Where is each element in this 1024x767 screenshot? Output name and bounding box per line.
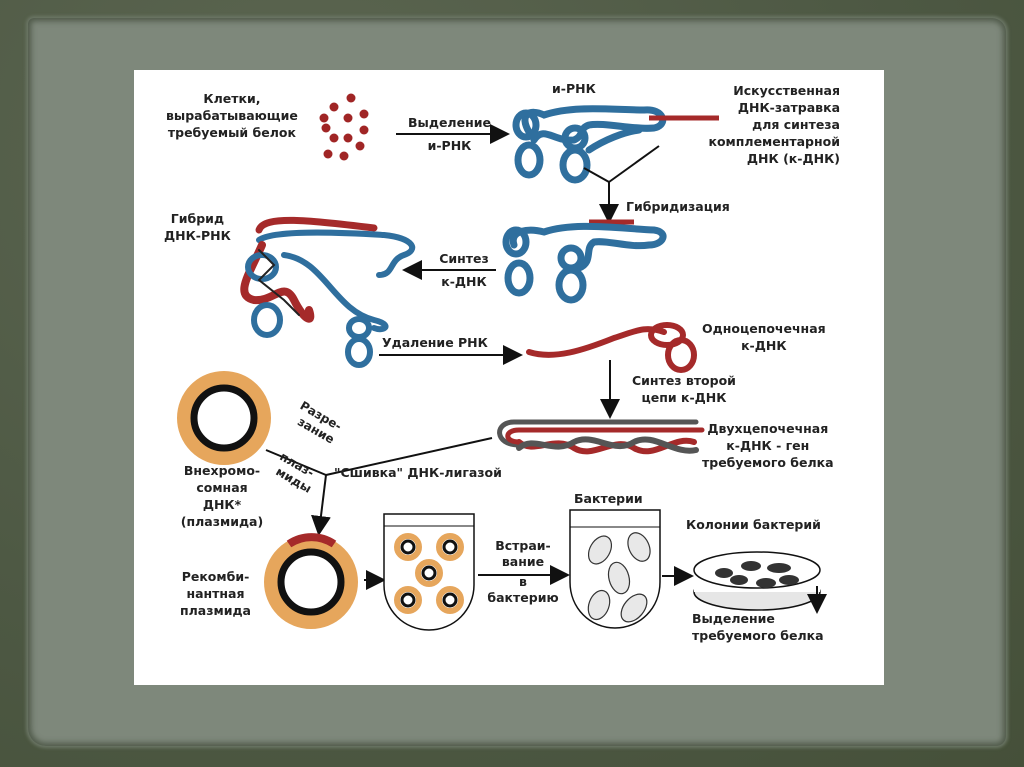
plasmid-ring bbox=[177, 371, 271, 465]
label-insertion: Встраи- вание в бактерию bbox=[480, 538, 566, 606]
label-line: ДНК (к-ДНК) bbox=[746, 151, 840, 166]
hybridization-lines bbox=[583, 145, 660, 224]
label-line: требуемый белок bbox=[167, 125, 296, 140]
diagram-graphics bbox=[177, 93, 827, 631]
label-line: плазмида bbox=[180, 603, 251, 618]
single-strand-cdna bbox=[526, 322, 697, 373]
label-line: ДНК* bbox=[202, 497, 242, 512]
label-colonies: Колонии бактерий bbox=[686, 517, 821, 532]
label-line: (плазмида) bbox=[180, 514, 264, 529]
label-plasmid: Внехромо- сомная ДНК* (плазмида) bbox=[172, 462, 272, 530]
tube-with-plasmids bbox=[383, 513, 475, 631]
label-line: в bbox=[519, 574, 527, 589]
diagram-canvas: Клетки, вырабатывающие требуемый белок В… bbox=[134, 70, 884, 685]
label-line: Клетки, bbox=[203, 91, 261, 106]
label-line: Встраи- bbox=[495, 538, 551, 553]
label-line: Рекомби- bbox=[181, 569, 250, 584]
label-line: вырабатывающие bbox=[166, 108, 298, 123]
hybrid-dna-rna bbox=[240, 216, 416, 368]
petri-dish bbox=[693, 551, 821, 611]
label-line: Двухцепочечная bbox=[707, 421, 829, 436]
label-ligation: "Сшивка" ДНК-лигазой bbox=[334, 465, 502, 480]
label-second-strand: Синтез второй цепи к-ДНК bbox=[632, 372, 736, 406]
label-line: Внехромо- bbox=[183, 463, 261, 478]
label-mrna: и-РНК bbox=[552, 81, 596, 96]
label-recombinant: Рекомби- нантная плазмида bbox=[180, 568, 251, 619]
label-line: к-ДНК - ген bbox=[726, 438, 810, 453]
label-line: к-ДНК bbox=[441, 274, 487, 289]
cells-dots bbox=[319, 93, 369, 161]
label-line: вание bbox=[501, 554, 545, 569]
label-protein-isolation: Выделение требуемого белка bbox=[692, 610, 824, 644]
label-line: бактерию bbox=[487, 590, 559, 605]
tube-with-bacteria bbox=[569, 509, 661, 629]
label-hybridization: Гибридизация bbox=[626, 199, 730, 214]
double-strand-cdna bbox=[497, 419, 705, 455]
label-single-strand: Одноцепочечная к-ДНК bbox=[702, 320, 826, 354]
label-cells: Клетки, вырабатывающие требуемый белок bbox=[166, 90, 298, 141]
label-line: и-РНК bbox=[427, 138, 472, 153]
label-rna-removal: Удаление РНК bbox=[382, 335, 488, 350]
label-line: Искусственная bbox=[733, 83, 840, 98]
label-line: нантная bbox=[186, 586, 245, 601]
label-line: цепи к-ДНК bbox=[641, 390, 727, 405]
recombinant-plasmid bbox=[264, 533, 358, 629]
label-line: Выделение bbox=[692, 611, 775, 626]
label-primer: Искусственная ДНК-затравка для синтеза к… bbox=[682, 82, 840, 167]
label-line: требуемого белка bbox=[692, 628, 824, 643]
label-line: сомная bbox=[196, 480, 248, 495]
label-double-strand: Двухцепочечная к-ДНК - ген требуемого бе… bbox=[702, 420, 834, 471]
label-line: Гибрид bbox=[170, 211, 225, 226]
label-line: Синтез bbox=[439, 251, 489, 266]
label-line: ДНК-РНК bbox=[164, 228, 231, 243]
label-line: ДНК-затравка bbox=[737, 100, 840, 115]
label-line: требуемого белка bbox=[702, 455, 834, 470]
label-line: Синтез второй bbox=[632, 373, 736, 388]
label-line: комплементарной bbox=[708, 134, 840, 149]
label-hybrid: Гибрид ДНК-РНК bbox=[164, 210, 231, 244]
mrna-with-primer bbox=[502, 222, 667, 304]
label-line: Выделение bbox=[408, 115, 491, 130]
label-isolate-mrna: Выделение и-РНК bbox=[402, 114, 497, 154]
label-cdna-synthesis: Синтез к-ДНК bbox=[429, 250, 499, 290]
label-line: Одноцепочечная bbox=[702, 321, 826, 336]
label-line: к-ДНК bbox=[741, 338, 787, 353]
ligation-lines bbox=[265, 437, 493, 536]
label-bacteria: Бактерии bbox=[574, 491, 643, 506]
mrna-molecule bbox=[512, 105, 667, 184]
label-line: для синтеза bbox=[752, 117, 840, 132]
